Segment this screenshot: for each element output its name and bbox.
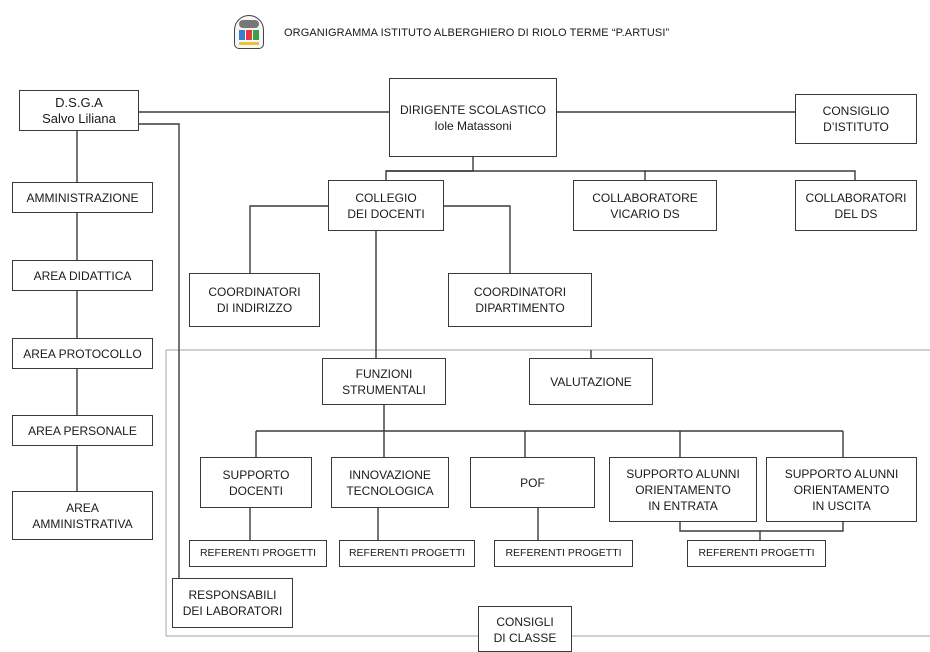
- node-referenti-progetti-4: REFERENTI PROGETTI: [687, 540, 826, 567]
- node-coordinatori-dipartimento: COORDINATORI DIPARTIMENTO: [448, 273, 592, 327]
- node-coordinatori-indirizzo: COORDINATORI DI INDIRIZZO: [189, 273, 320, 327]
- node-valutazione: VALUTAZIONE: [529, 358, 653, 405]
- node-referenti-progetti-2: REFERENTI PROGETTI: [339, 540, 475, 567]
- node-referenti-progetti-1: REFERENTI PROGETTI: [189, 540, 327, 567]
- page-title: ORGANIGRAMMA ISTITUTO ALBERGHIERO DI RIO…: [284, 27, 670, 39]
- node-collaboratori-ds: COLLABORATORI DEL DS: [795, 180, 917, 231]
- node-amministrazione: AMMINISTRAZIONE: [12, 182, 153, 213]
- node-area-personale: AREA PERSONALE: [12, 415, 153, 446]
- node-area-didattica: AREA DIDATTICA: [12, 260, 153, 291]
- node-area-protocollo: AREA PROTOCOLLO: [12, 338, 153, 369]
- node-supporto-alunni-entrata: SUPPORTO ALUNNI ORIENTAMENTO IN ENTRATA: [609, 457, 757, 522]
- node-supporto-alunni-uscita: SUPPORTO ALUNNI ORIENTAMENTO IN USCITA: [766, 457, 917, 522]
- node-consiglio-istituto: CONSIGLIO D’ISTITUTO: [795, 94, 917, 144]
- node-collegio-docenti: COLLEGIO DEI DOCENTI: [328, 180, 444, 231]
- node-funzioni-strumentali: FUNZIONI STRUMENTALI: [322, 358, 446, 405]
- node-area-amministrativa: AREA AMMINISTRATIVA: [12, 491, 153, 540]
- node-responsabili-laboratori: RESPONSABILI DEI LABORATORI: [172, 578, 293, 628]
- node-consigli-classe: CONSIGLI DI CLASSE: [478, 606, 572, 652]
- node-collaboratore-vicario: COLLABORATORE VICARIO DS: [573, 180, 717, 231]
- node-dsga: D.S.G.A Salvo Liliana: [19, 90, 139, 131]
- school-logo: [234, 15, 264, 49]
- node-pof: POF: [470, 457, 595, 508]
- node-innovazione-tecnologica: INNOVAZIONE TECNOLOGICA: [331, 457, 449, 508]
- node-referenti-progetti-3: REFERENTI PROGETTI: [494, 540, 633, 567]
- node-dirigente-scolastico: DIRIGENTE SCOLASTICO Iole Matassoni: [389, 78, 557, 157]
- node-supporto-docenti: SUPPORTO DOCENTI: [200, 457, 312, 508]
